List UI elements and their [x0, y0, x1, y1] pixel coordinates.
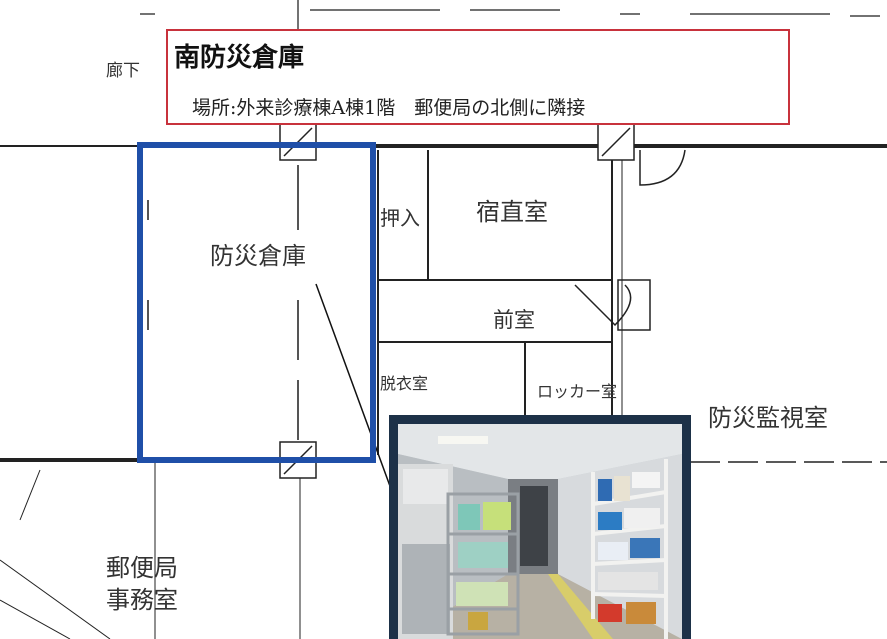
storage-room-interior-photo — [398, 424, 682, 639]
plan-top-marks — [140, 0, 880, 30]
page-title: 南防災倉庫 — [174, 43, 305, 73]
corridor-label: 廊下 — [106, 61, 140, 81]
room-post-office-label-2: 事務室 — [106, 586, 178, 614]
room-changing-label: 脱衣室 — [380, 374, 429, 393]
storage-shelves — [147, 165, 299, 440]
storage-photo-frame — [389, 415, 691, 639]
title-box: 南防災倉庫 場所:外来診療棟A棟1階 郵便局の北側に隣接 — [166, 29, 790, 125]
room-anteroom-label: 前室 — [493, 308, 535, 332]
room-post-office-label-1: 郵便局 — [106, 554, 178, 582]
location-text: 場所:外来診療棟A棟1階 郵便局の北側に隣接 — [192, 97, 586, 119]
room-locker-label: ロッカー室 — [537, 382, 618, 401]
room-monitoring-label: 防災監視室 — [708, 404, 828, 432]
storage-photo-illustration — [398, 424, 682, 639]
storage-highlight — [137, 142, 376, 463]
room-storage-label: 防災倉庫 — [210, 242, 306, 270]
room-night-duty-label: 宿直室 — [476, 198, 548, 226]
room-closet-label: 押入 — [380, 206, 420, 230]
photo-pointer-line — [315, 283, 399, 509]
